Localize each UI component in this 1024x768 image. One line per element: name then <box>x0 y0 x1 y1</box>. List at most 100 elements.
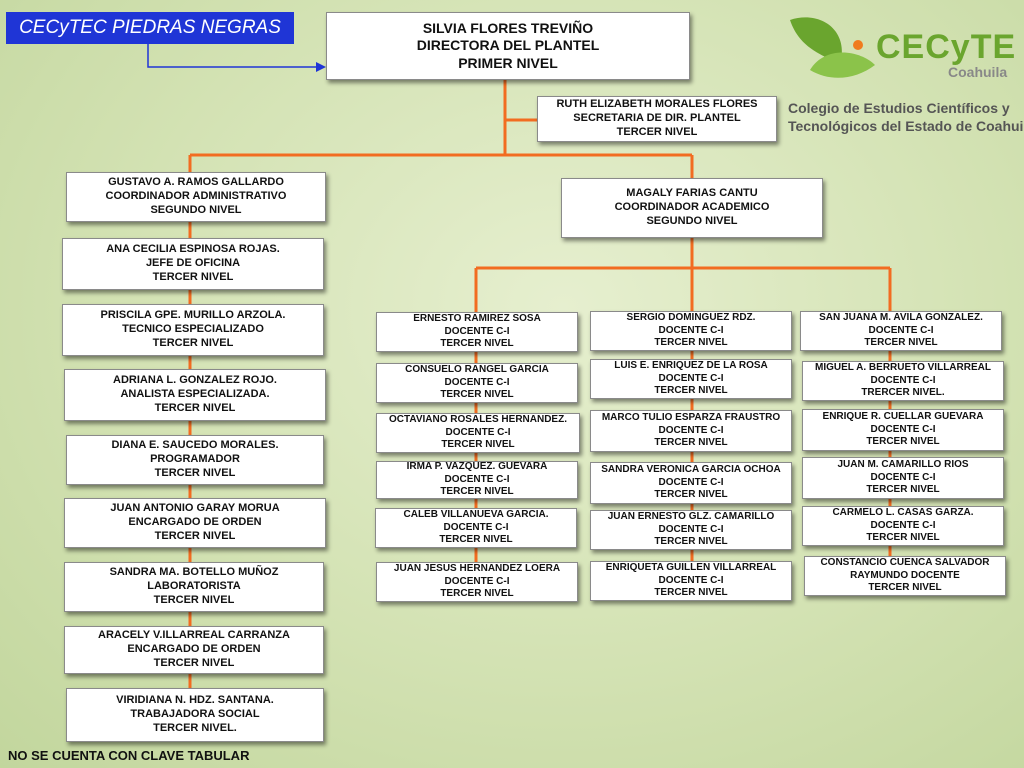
secretary-level: TERCER NIVEL <box>616 125 698 138</box>
teacher-box: ENRIQUE R. CUELLAR GUEVARA DOCENTE C-I T… <box>802 409 1004 451</box>
staff-level: TERCER NIVEL <box>152 270 234 283</box>
admin-staff-box: ARACELY V.ILLARREAL CARRANZA ENCARGADO D… <box>64 626 324 674</box>
teacher-title: DOCENTE C-I <box>870 471 936 483</box>
teacher-level: TERCER NIVEL <box>654 489 728 501</box>
teacher-title: DOCENTE C-I <box>444 473 510 485</box>
footer-note: NO SE CUENTA CON CLAVE TABULAR <box>8 748 250 763</box>
teacher-title: RAYMUNDO DOCENTE <box>850 569 960 581</box>
admin-coordinator-name: GUSTAVO A. RAMOS GALLARDO <box>108 176 284 189</box>
teacher-name: MARCO TULIO ESPARZA FRAUSTRO <box>601 412 781 424</box>
teacher-box: CONSUELO RANGEL GARCIA DOCENTE C-I TERCE… <box>376 363 578 403</box>
staff-level: TERCER NIVEL <box>152 336 234 349</box>
director-box: SILVIA FLORES TREVIÑO DIRECTORA DEL PLAN… <box>326 12 690 80</box>
staff-title: ANALISTA ESPECIALIZADA. <box>120 388 270 401</box>
teacher-name: ENRIQUETA GUILLEN VILLARREAL <box>605 562 777 574</box>
secretary-title: SECRETARIA DE DIR. PLANTEL <box>573 112 741 125</box>
teacher-title: DOCENTE C-I <box>658 324 724 336</box>
school-tag: CECyTEC PIEDRAS NEGRAS <box>6 12 294 44</box>
staff-title: TRABAJADORA SOCIAL <box>130 708 260 721</box>
teacher-title: DOCENTE C-I <box>658 424 724 436</box>
teacher-level: TERCER NIVEL <box>440 389 514 401</box>
admin-coordinator-level: SEGUNDO NIVEL <box>150 203 242 216</box>
staff-name: ANA CECILIA ESPINOSA ROJAS. <box>106 243 280 256</box>
staff-title: TECNICO ESPECIALIZADO <box>122 323 264 336</box>
teacher-name: SERGIO DOMINGUEZ RDZ. <box>626 312 756 324</box>
teacher-box: OCTAVIANO ROSALES HERNANDEZ. DOCENTE C-I… <box>376 413 580 453</box>
academic-coordinator-title: COORDINADOR ACADEMICO <box>614 201 770 214</box>
admin-staff-box: PRISCILA GPE. MURILLO ARZOLA. TECNICO ES… <box>62 304 324 356</box>
secretary-name: RUTH ELIZABETH MORALES FLORES <box>556 98 758 111</box>
teacher-level: TERCER NIVEL <box>864 337 938 349</box>
teacher-name: LUIS E. ENRIQUEZ DE LA ROSA <box>614 360 768 372</box>
teacher-level: TERCER NIVEL <box>654 536 728 548</box>
teacher-level: TERCER NIVEL <box>441 439 515 451</box>
teacher-title: DOCENTE C-I <box>658 476 724 488</box>
staff-level: TERCER NIVEL <box>154 529 236 542</box>
teacher-title: DOCENTE C-I <box>444 376 510 388</box>
teacher-level: TERCER NIVEL <box>440 486 514 498</box>
logo-name-line1: Colegio de Estudios Científicos y <box>788 100 1010 116</box>
teacher-title: DOCENTE C-I <box>870 519 936 531</box>
teacher-title: DOCENTE C-I <box>444 325 510 337</box>
staff-level: TERCER NIVEL <box>153 593 235 606</box>
teacher-title: DOCENTE C-I <box>658 523 724 535</box>
teacher-name: JUAN JESUS HERNANDEZ LOERA <box>393 563 561 575</box>
teacher-box: MIGUEL A. BERRUETO VILLARREAL DOCENTE C-… <box>802 361 1004 401</box>
teacher-level: TRERCER NIVEL. <box>861 387 945 399</box>
staff-title: JEFE DE OFICINA <box>145 257 241 270</box>
director-level: PRIMER NIVEL <box>458 54 558 71</box>
staff-title: PROGRAMADOR <box>150 453 240 466</box>
teacher-level: TERCER NIVEL <box>868 582 942 594</box>
teacher-name: JUAN M. CAMARILLO RIOS <box>837 459 969 471</box>
staff-level: TERCER NIVEL <box>154 401 236 414</box>
teacher-box: CONSTANCIO CUENCA SALVADOR RAYMUNDO DOCE… <box>804 556 1006 596</box>
teacher-name: CARMELO L. CASAS GARZA. <box>832 507 974 519</box>
teacher-title: DOCENTE C-I <box>444 575 510 587</box>
teacher-level: TERCER NIVEL <box>440 338 514 350</box>
teacher-box: SERGIO DOMINGUEZ RDZ. DOCENTE C-I TERCER… <box>590 311 792 351</box>
staff-name: ADRIANA L. GONZALEZ ROJO. <box>113 374 277 387</box>
staff-name: VIRIDIANA N. HDZ. SANTANA. <box>116 694 274 707</box>
teacher-level: TERCER NIVEL <box>866 436 940 448</box>
logo-brand: CECyTE <box>876 28 1017 66</box>
academic-coordinator-box: MAGALY FARIAS CANTU COORDINADOR ACADEMIC… <box>561 178 823 238</box>
teacher-level: TERCER NIVEL <box>654 587 728 599</box>
admin-coordinator-title: COORDINADOR ADMINISTRATIVO <box>105 190 287 203</box>
teacher-box: CARMELO L. CASAS GARZA. DOCENTE C-I TERC… <box>802 506 1004 546</box>
academic-coordinator-name: MAGALY FARIAS CANTU <box>626 187 758 200</box>
teacher-title: DOCENTE C-I <box>658 372 724 384</box>
secretary-box: RUTH ELIZABETH MORALES FLORES SECRETARIA… <box>537 96 777 142</box>
teacher-title: DOCENTE C-I <box>445 426 511 438</box>
staff-level: TERCER NIVEL <box>153 656 235 669</box>
cecyte-logo: CECyTE Coahuila Colegio de Estudios Cien… <box>780 10 1024 140</box>
teacher-name: SANDRA VERONICA GARCIA OCHOA <box>601 464 781 476</box>
staff-name: DIANA E. SAUCEDO MORALES. <box>111 439 279 452</box>
staff-title: ENCARGADO DE ORDEN <box>128 516 262 529</box>
teacher-box: LUIS E. ENRIQUEZ DE LA ROSA DOCENTE C-I … <box>590 359 792 399</box>
logo-name-line2: Tecnológicos del Estado de Coahuila <box>788 118 1024 134</box>
teacher-name: SAN JUANA M. AVILA GONZALEZ. <box>819 312 983 324</box>
teacher-name: CONSUELO RANGEL GARCIA <box>405 364 549 376</box>
teacher-name: ERNESTO RAMIREZ SOSA <box>413 313 541 325</box>
teacher-level: TERCER NIVEL <box>866 532 940 544</box>
teacher-level: TERCER NIVEL <box>654 437 728 449</box>
teacher-box: ERNESTO RAMIREZ SOSA DOCENTE C-I TERCER … <box>376 312 578 352</box>
admin-staff-box: SANDRA MA. BOTELLO MUÑOZ LABORATORISTA T… <box>64 562 324 612</box>
leaf-icon <box>790 17 875 78</box>
staff-name: SANDRA MA. BOTELLO MUÑOZ <box>109 566 279 579</box>
teacher-box: JUAN JESUS HERNANDEZ LOERA DOCENTE C-I T… <box>376 562 578 602</box>
teacher-name: ENRIQUE R. CUELLAR GUEVARA <box>822 411 984 423</box>
teacher-box: MARCO TULIO ESPARZA FRAUSTRO DOCENTE C-I… <box>590 410 792 452</box>
admin-staff-box: ANA CECILIA ESPINOSA ROJAS. JEFE DE OFIC… <box>62 238 324 290</box>
teacher-level: TERCER NIVEL <box>654 385 728 397</box>
teacher-box: CALEB VILLANUEVA GARCIA. DOCENTE C-I TER… <box>375 508 577 548</box>
staff-name: PRISCILA GPE. MURILLO ARZOLA. <box>100 309 286 322</box>
teacher-name: MIGUEL A. BERRUETO VILLARREAL <box>815 362 991 374</box>
teacher-box: JUAN ERNESTO GLZ. CAMARILLO DOCENTE C-I … <box>590 510 792 550</box>
staff-level: TERCER NIVEL. <box>153 721 237 734</box>
teacher-title: DOCENTE C-I <box>870 423 936 435</box>
admin-staff-box: DIANA E. SAUCEDO MORALES. PROGRAMADOR TE… <box>66 435 324 485</box>
teacher-box: JUAN M. CAMARILLO RIOS DOCENTE C-I TERCE… <box>802 457 1004 499</box>
admin-staff-box: VIRIDIANA N. HDZ. SANTANA. TRABAJADORA S… <box>66 688 324 742</box>
teacher-name: OCTAVIANO ROSALES HERNANDEZ. <box>389 414 567 426</box>
